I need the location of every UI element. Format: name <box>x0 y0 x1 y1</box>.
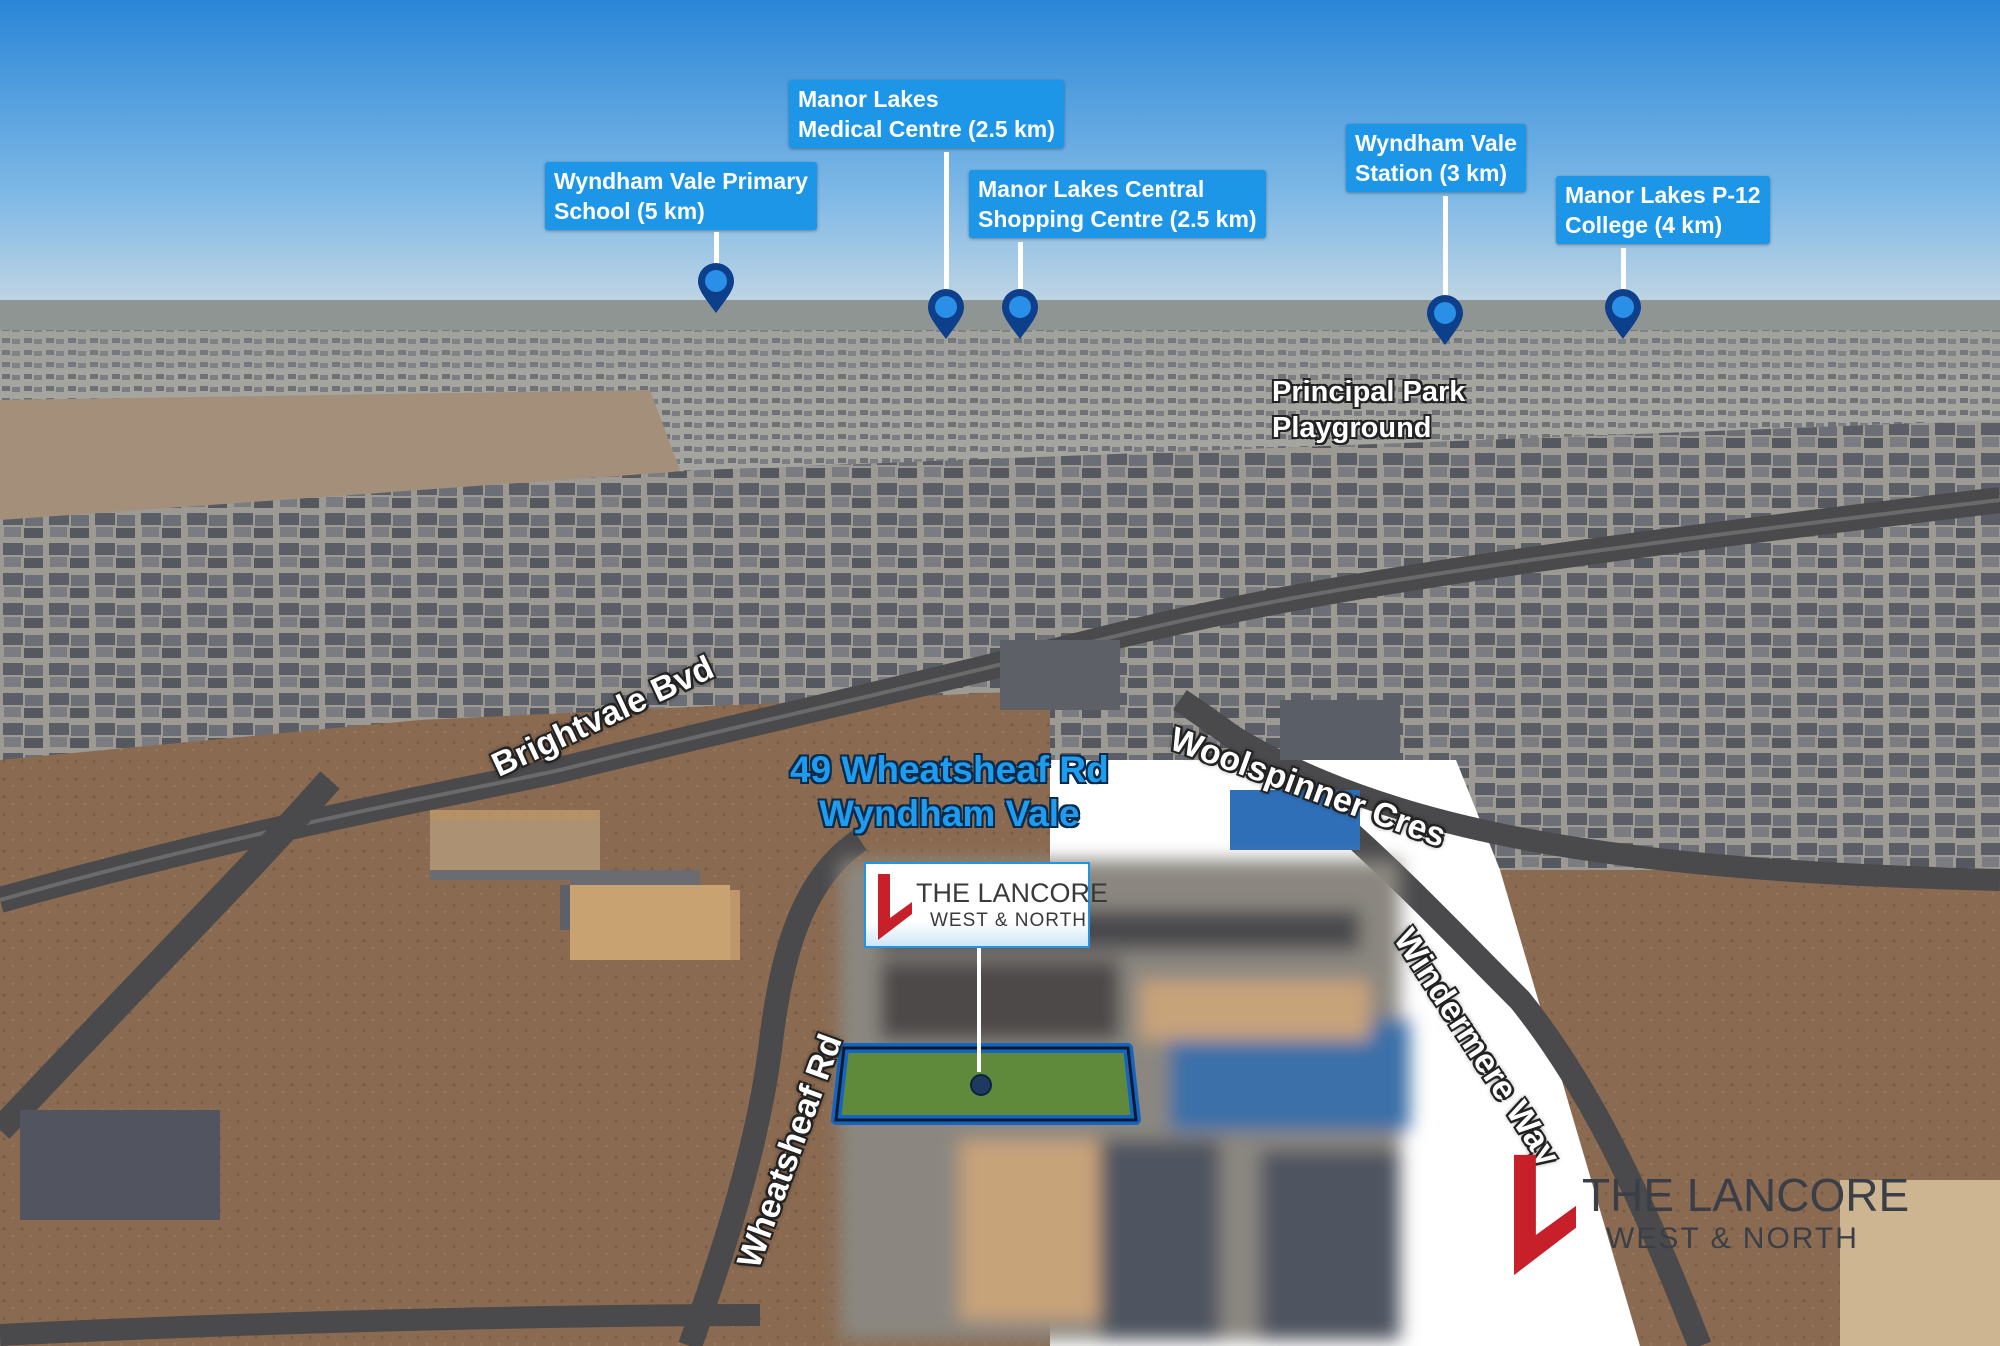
poi-label-line2: Station (3 km) <box>1355 160 1508 186</box>
park-label-line1: Principal Park <box>1272 376 1466 408</box>
poi-label-line1: Manor Lakes Central <box>978 176 1205 202</box>
watermark-brand-sub: WEST & NORTH <box>1606 1222 1859 1255</box>
poi-label-line2: Shopping Centre (2.5 km) <box>978 206 1257 232</box>
location-pin-icon <box>928 289 964 339</box>
poi-label-station: Wyndham Vale Station (3 km) <box>1346 124 1526 192</box>
park-label: Principal Park Playground <box>1272 374 1465 446</box>
location-pin-icon <box>1002 289 1038 339</box>
property-address-line2: Wyndham Vale <box>819 793 1080 834</box>
poi-connector <box>1620 248 1626 296</box>
poi-label-line1: Wyndham Vale <box>1355 130 1517 156</box>
poi-label-line1: Wyndham Vale Primary <box>554 168 808 194</box>
property-address-line1: 49 Wheatsheaf Rd <box>790 749 1109 790</box>
poi-connector <box>1442 196 1448 300</box>
lancore-sign-sub: WEST & NORTH <box>930 910 1087 931</box>
lancore-logo-icon <box>878 874 912 940</box>
lancore-sign-name: THE LANCORE <box>916 878 1109 908</box>
sign-pole <box>977 948 981 1072</box>
poi-label-line2: College (4 km) <box>1565 212 1723 238</box>
lancore-watermark: THE LANCORE WEST & NORTH <box>1510 1150 1909 1280</box>
property-address: 49 Wheatsheaf Rd Wyndham Vale <box>790 748 1109 836</box>
poi-label-line2: Medical Centre (2.5 km) <box>798 116 1055 142</box>
poi-label-shopping-centre: Manor Lakes Central Shopping Centre (2.5… <box>969 170 1266 238</box>
location-pin-icon <box>1427 295 1463 345</box>
poi-label-medical-centre: Manor Lakes Medical Centre (2.5 km) <box>789 80 1064 148</box>
poi-label-line1: Manor Lakes P-12 <box>1565 182 1761 208</box>
watermark-brand-name: THE LANCORE <box>1582 1169 1910 1221</box>
poi-connector <box>1017 242 1023 294</box>
location-pin-icon <box>698 263 734 313</box>
lancore-logo-icon <box>1514 1154 1576 1276</box>
poi-label-primary-school: Wyndham Vale Primary School (5 km) <box>545 162 817 230</box>
poi-label-line1: Manor Lakes <box>798 86 939 112</box>
poi-label-college: Manor Lakes P-12 College (4 km) <box>1556 176 1770 244</box>
lancore-sign: THE LANCORE WEST & NORTH <box>864 862 1108 948</box>
poi-connector <box>713 232 719 270</box>
poi-label-line2: School (5 km) <box>554 198 705 224</box>
park-label-line2: Playground <box>1272 412 1432 444</box>
poi-connector <box>943 152 949 296</box>
location-pin-icon <box>1605 289 1641 339</box>
